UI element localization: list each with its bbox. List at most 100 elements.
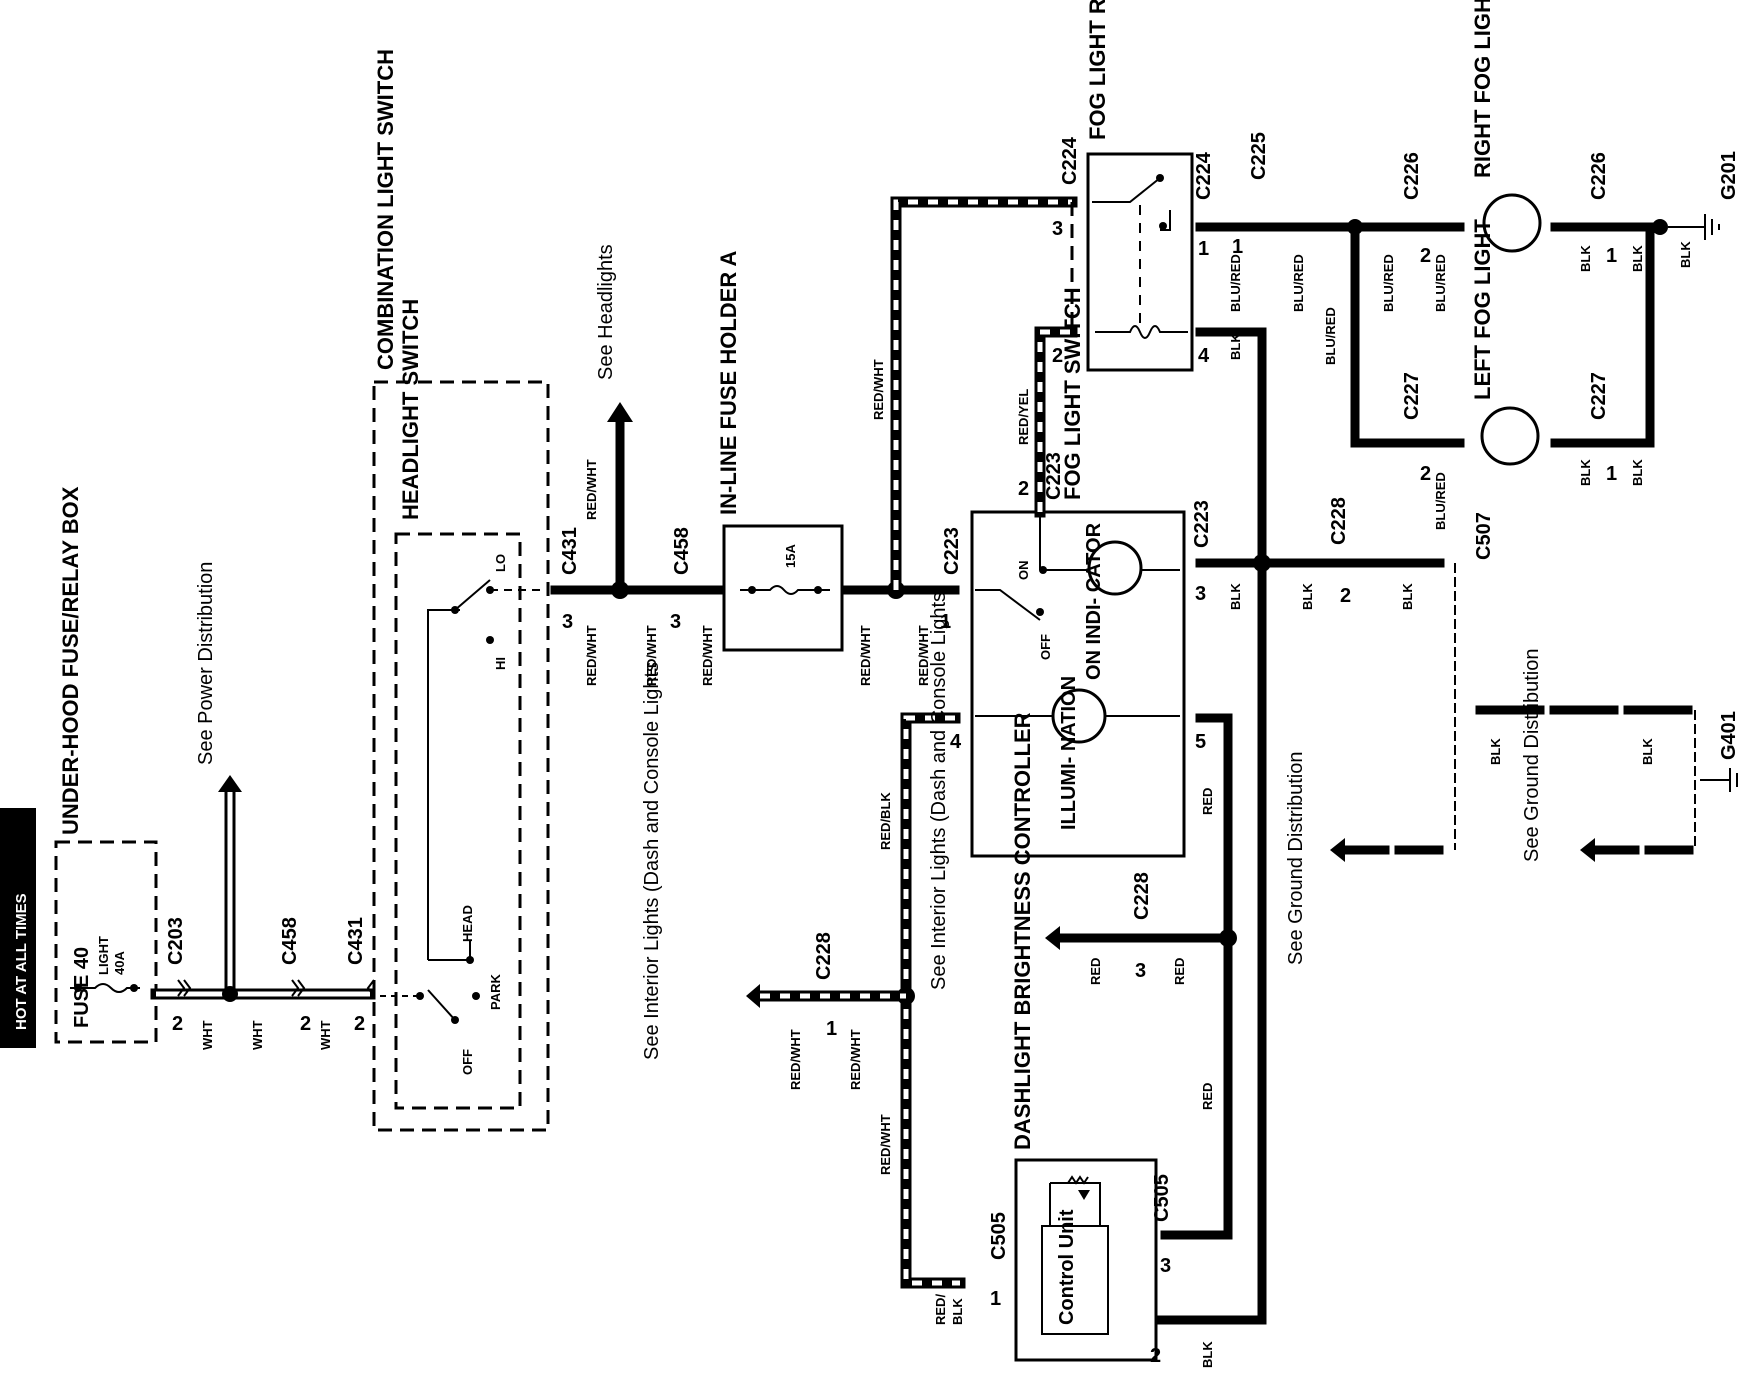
c431-label-b: C431 bbox=[559, 527, 581, 575]
c505-label-a: C505 bbox=[988, 1212, 1010, 1260]
on-indicator-label: ON INDI- CATOR bbox=[1083, 522, 1105, 680]
dashlight-controller bbox=[1014, 1158, 1158, 1362]
pin-c224-3: 3 bbox=[1052, 218, 1063, 240]
wire-blured-1: BLU/RED bbox=[1228, 254, 1243, 312]
c431-label-a: C431 bbox=[345, 917, 367, 965]
c458-label-a: C458 bbox=[279, 917, 301, 965]
c227-label-a: C227 bbox=[1401, 372, 1423, 420]
blk-ground-wires bbox=[1155, 327, 1738, 1325]
g401-label: G401 bbox=[1718, 711, 1740, 760]
svg-text:UNDER-HOOD FUSE/RELAY BOX: UNDER-HOOD FUSE/RELAY BOX bbox=[58, 486, 83, 835]
c223-label-b: C223 bbox=[1043, 452, 1065, 500]
c507-label: C507 bbox=[1473, 512, 1495, 560]
on-indicator-bulb-icon bbox=[1087, 540, 1143, 596]
pin-c226-1: 1 bbox=[1606, 245, 1617, 267]
wire-blured-4: BLU/RED bbox=[1381, 254, 1396, 312]
wire-blk-f1: BLK bbox=[1578, 245, 1593, 272]
wire-blured-6: BLU/RED bbox=[1433, 472, 1448, 530]
pin-c224-1: 1 bbox=[1198, 238, 1209, 260]
wire-redwht-riser: RED/WHT bbox=[871, 359, 886, 420]
c223-label-a: C223 bbox=[941, 527, 963, 575]
g201-ground-icon bbox=[1668, 214, 1720, 240]
c203-label: C203 bbox=[165, 917, 187, 965]
wire-redblk-split-b: BLK bbox=[950, 1298, 965, 1325]
wire-redwht-low3: RED/WHT bbox=[878, 1114, 893, 1175]
g401-ground-icon bbox=[1700, 768, 1738, 792]
wire-blk-c: BLK bbox=[1400, 583, 1415, 610]
wire-blured-3: BLU/RED bbox=[1323, 307, 1338, 365]
combination-switch-label: COMBINATION LIGHT SWITCH bbox=[373, 49, 398, 370]
fuse40-sub1: LIGHT bbox=[96, 936, 111, 975]
pin-c431-3: 3 bbox=[562, 611, 573, 633]
pos-park: PARK bbox=[488, 974, 503, 1010]
wht-wire bbox=[150, 775, 376, 1002]
see-ground-ref-a: See Ground Distribution bbox=[1285, 752, 1307, 965]
combination-light-switch bbox=[372, 380, 550, 1132]
pin-c458: 2 bbox=[300, 1013, 311, 1035]
underhood-label: UNDER-HOOD FUSE/RELAY BOX bbox=[58, 486, 83, 835]
c228-label-b: C228 bbox=[813, 932, 835, 980]
pin-c228-2: 2 bbox=[1340, 585, 1351, 607]
banner-text: HOT AT ALL TIMES bbox=[13, 893, 30, 1030]
wire-redwht-1: RED/WHT bbox=[584, 625, 599, 686]
pin-c227-1: 1 bbox=[1606, 463, 1617, 485]
wire-redblk: RED/BLK bbox=[878, 792, 893, 850]
c228-label-c: C228 bbox=[1131, 872, 1153, 920]
fog-light-relay bbox=[1070, 152, 1194, 372]
c224-label-a: C224 bbox=[1059, 136, 1081, 185]
wire-redwht-2: RED/WHT bbox=[644, 625, 659, 686]
left-fog-label: LEFT FOG LIGHT bbox=[1470, 219, 1495, 400]
c223-label-c: C223 bbox=[1191, 500, 1213, 548]
wire-redyel: RED/YEL bbox=[1016, 389, 1031, 445]
pin-c458-3: 3 bbox=[670, 611, 681, 633]
headlight-switch-label: HEADLIGHT SWITCH bbox=[398, 299, 423, 520]
pin-c505-3: 3 bbox=[1160, 1255, 1171, 1277]
inline-fuse-rating: 15A bbox=[783, 544, 798, 568]
see-interior-ref-a: See Interior Lights (Dash and Console Li… bbox=[641, 662, 663, 1060]
c227-label-b: C227 bbox=[1588, 372, 1610, 420]
pin-c226-2: 2 bbox=[1420, 245, 1431, 267]
headlights-arrow-icon bbox=[607, 402, 633, 422]
blu-red-wires bbox=[1195, 193, 1720, 466]
wire-blk-b: BLK bbox=[1300, 583, 1315, 610]
pin-c227-2: 2 bbox=[1420, 463, 1431, 485]
right-fog-bulb-icon bbox=[1482, 193, 1542, 253]
right-fog-label: RIGHT FOG LIGHT bbox=[1470, 0, 1495, 178]
control-unit-label: Control Unit bbox=[1056, 1209, 1078, 1325]
inline-fuse-holder bbox=[722, 524, 844, 652]
wire-red-c: RED bbox=[1200, 788, 1215, 815]
wire-red-a: RED bbox=[1088, 958, 1103, 985]
hot-at-all-times-banner: HOT AT ALL TIMES bbox=[0, 808, 36, 1048]
see-ground-ref-b: See Ground Distribution bbox=[1521, 649, 1543, 862]
wire-blk-f3: BLK bbox=[1678, 241, 1693, 268]
wire-blured-5: BLU/RED bbox=[1433, 254, 1448, 312]
c224-label-b: C224 bbox=[1193, 151, 1215, 200]
fog-relay-label: FOG LIGHT RELAY bbox=[1085, 0, 1110, 140]
c225-label: C225 bbox=[1248, 132, 1270, 180]
left-fog-bulb-icon bbox=[1480, 406, 1540, 466]
wire-blured-2: BLU/RED bbox=[1291, 254, 1306, 312]
pos-lo: LO bbox=[493, 554, 508, 572]
wire-wht-3: WHT bbox=[318, 1020, 333, 1050]
c505-label-b: C505 bbox=[1151, 1174, 1173, 1222]
fuse40-sub2: 40A bbox=[112, 951, 127, 975]
wire-blk-d: BLK bbox=[1488, 738, 1503, 765]
see-headlights-ref: See Headlights bbox=[595, 244, 617, 380]
wire-blk-f2: BLK bbox=[1630, 245, 1645, 272]
wire-red-d: RED bbox=[1200, 1083, 1215, 1110]
pin-c223-1: 1 bbox=[940, 611, 951, 633]
fuse40-symbol bbox=[70, 983, 140, 993]
illumination-label: ILLUMI- NATION bbox=[1058, 676, 1080, 830]
wire-redwht-up: RED/WHT bbox=[584, 459, 599, 520]
lower-wires bbox=[746, 712, 1237, 1289]
wire-blk-relay: BLK bbox=[1228, 333, 1243, 360]
pin-c203: 2 bbox=[172, 1013, 183, 1035]
wire-red-b: RED bbox=[1172, 958, 1187, 985]
wire-redwht-4: RED/WHT bbox=[858, 625, 873, 686]
pin-c223-4: 4 bbox=[950, 731, 962, 753]
ground-arrow-icon-a bbox=[1330, 838, 1345, 862]
wire-redblk-split-a: RED/ bbox=[933, 1294, 948, 1325]
pos-off: OFF bbox=[460, 1049, 475, 1075]
